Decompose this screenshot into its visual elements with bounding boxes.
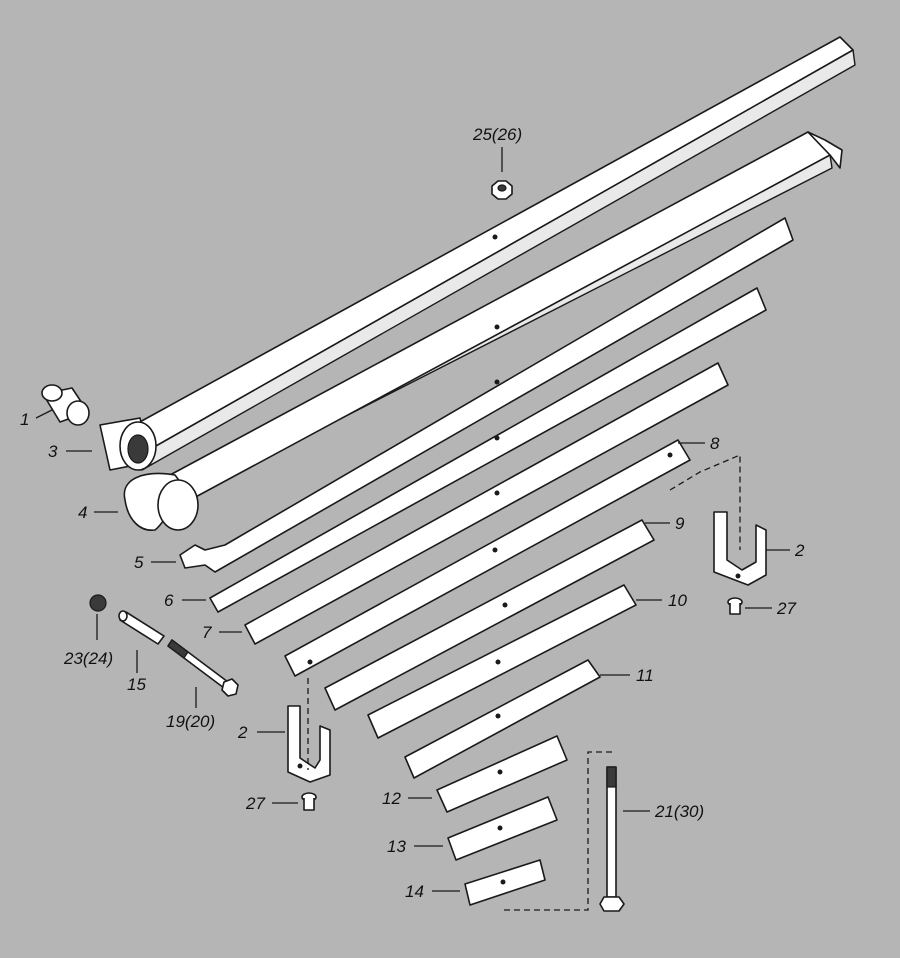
label-part-14: 14: [405, 882, 424, 901]
sleeve-15: [118, 610, 165, 645]
leaf-9: [324, 519, 655, 711]
leaf-8: [284, 439, 691, 677]
rivet-27-right: [727, 597, 743, 615]
bolt-19: [167, 639, 239, 697]
bushing-1: [41, 384, 90, 426]
nut-23: [89, 594, 107, 612]
label-part-21: 21(30): [654, 802, 704, 821]
label-part-27-left: 27: [245, 794, 265, 813]
label-part-2-right: 2: [794, 541, 805, 560]
label-part-5: 5: [134, 553, 144, 572]
leaf-12: [436, 735, 568, 813]
wrap-leaf-4: [123, 131, 843, 531]
label-part-15: 15: [127, 675, 146, 694]
leaf-14: [464, 859, 546, 906]
alignment-lines: [307, 454, 741, 911]
label-part-10: 10: [668, 591, 687, 610]
label-part-2-left: 2: [237, 723, 248, 742]
leaf-6: [209, 287, 767, 613]
part-labels: 1 3 4 5 6 7 8 9 10 11 12 13 14 21(30) 2 …: [20, 125, 805, 901]
label-part-3: 3: [48, 442, 58, 461]
label-part-23: 23(24): [63, 649, 113, 668]
leaf-13: [447, 796, 558, 861]
label-part-9: 9: [675, 514, 685, 533]
label-part-13: 13: [387, 837, 406, 856]
main-leaf-3: [99, 36, 856, 471]
clip-2-left: [287, 705, 331, 783]
nut-25: [491, 180, 513, 200]
label-part-4: 4: [78, 503, 87, 522]
label-part-7: 7: [202, 623, 212, 642]
leaf-11: [404, 659, 601, 779]
leaf-7: [244, 362, 729, 645]
label-part-1: 1: [20, 410, 29, 429]
label-part-12: 12: [382, 789, 401, 808]
label-part-19: 19(20): [166, 712, 215, 731]
leaf-10: [367, 584, 637, 739]
center-bolt-21: [599, 766, 625, 912]
leader-lines: [35, 147, 790, 892]
leaf-5: [179, 217, 794, 573]
label-part-8: 8: [710, 434, 720, 453]
rivet-27-left: [301, 792, 317, 811]
label-part-27-right: 27: [776, 599, 796, 618]
label-part-6: 6: [164, 591, 174, 610]
label-part-11: 11: [636, 666, 654, 685]
clip-2-right: [713, 511, 767, 586]
label-part-25: 25(26): [472, 125, 522, 144]
